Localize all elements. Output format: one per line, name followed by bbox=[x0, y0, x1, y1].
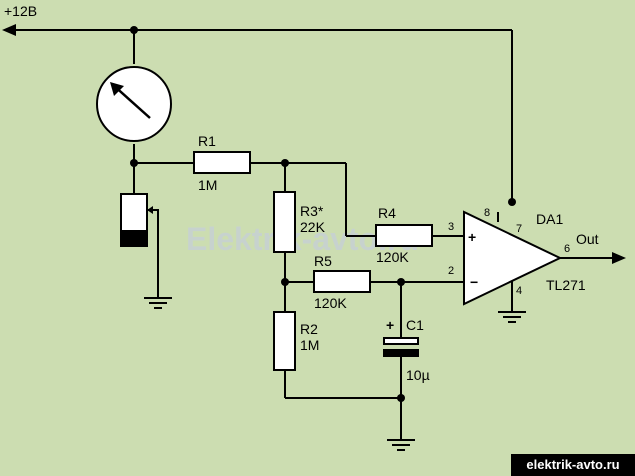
c1-capacitor bbox=[383, 337, 419, 357]
r3-value: 22K bbox=[300, 219, 326, 235]
supply-arrow-icon bbox=[2, 24, 16, 36]
sensor-variable-resistor bbox=[120, 193, 172, 309]
output-label: Out bbox=[576, 231, 599, 247]
pin-4-label: 4 bbox=[516, 285, 522, 297]
r1-resistor bbox=[193, 151, 251, 174]
r1-value: 1M bbox=[198, 177, 217, 193]
c1-label: C1 bbox=[406, 317, 424, 333]
ground-icon bbox=[387, 439, 415, 451]
r4-resistor bbox=[375, 224, 433, 247]
junction-dot bbox=[508, 198, 516, 206]
junction-dot bbox=[281, 159, 289, 167]
r1-label: R1 bbox=[198, 133, 216, 149]
ground-icon bbox=[144, 297, 172, 309]
junction-dot bbox=[130, 159, 138, 167]
supply-label: +12B bbox=[4, 3, 37, 19]
junction-dots bbox=[130, 26, 516, 402]
opamp-part: TL271 bbox=[546, 277, 586, 293]
r3-resistor bbox=[273, 191, 296, 253]
junction-dot bbox=[281, 278, 289, 286]
pin-7-label: 7 bbox=[516, 223, 522, 235]
junction-dot bbox=[397, 394, 405, 402]
r2-value: 1M bbox=[300, 337, 319, 353]
opamp-triangle bbox=[463, 210, 563, 306]
footer-badge: elektrik-avto.ru bbox=[511, 454, 635, 476]
r2-resistor bbox=[273, 311, 296, 371]
r4-label: R4 bbox=[378, 205, 396, 221]
junction-dot bbox=[397, 278, 405, 286]
r4-value: 120K bbox=[376, 249, 409, 265]
ground-icon bbox=[498, 311, 526, 323]
pin-2-label: 2 bbox=[448, 265, 454, 277]
c1-polarity: + bbox=[386, 317, 394, 333]
output-arrow-icon bbox=[612, 252, 626, 264]
inverting-sign: − bbox=[470, 274, 478, 290]
r5-resistor bbox=[313, 270, 371, 293]
r2-label: R2 bbox=[300, 321, 318, 337]
c1-value: 10µ bbox=[406, 367, 430, 383]
r5-value: 120K bbox=[314, 295, 347, 311]
r5-label: R5 bbox=[314, 253, 332, 269]
pin-6-label: 6 bbox=[564, 243, 570, 255]
opamp-designator: DA1 bbox=[536, 211, 563, 227]
pin-3-label: 3 bbox=[448, 221, 454, 233]
r3-label: R3* bbox=[300, 203, 324, 219]
meter-icon bbox=[96, 66, 172, 142]
junction-dot bbox=[130, 26, 138, 34]
noninverting-sign: + bbox=[468, 229, 476, 245]
pin-8-label: 8 bbox=[484, 207, 490, 219]
